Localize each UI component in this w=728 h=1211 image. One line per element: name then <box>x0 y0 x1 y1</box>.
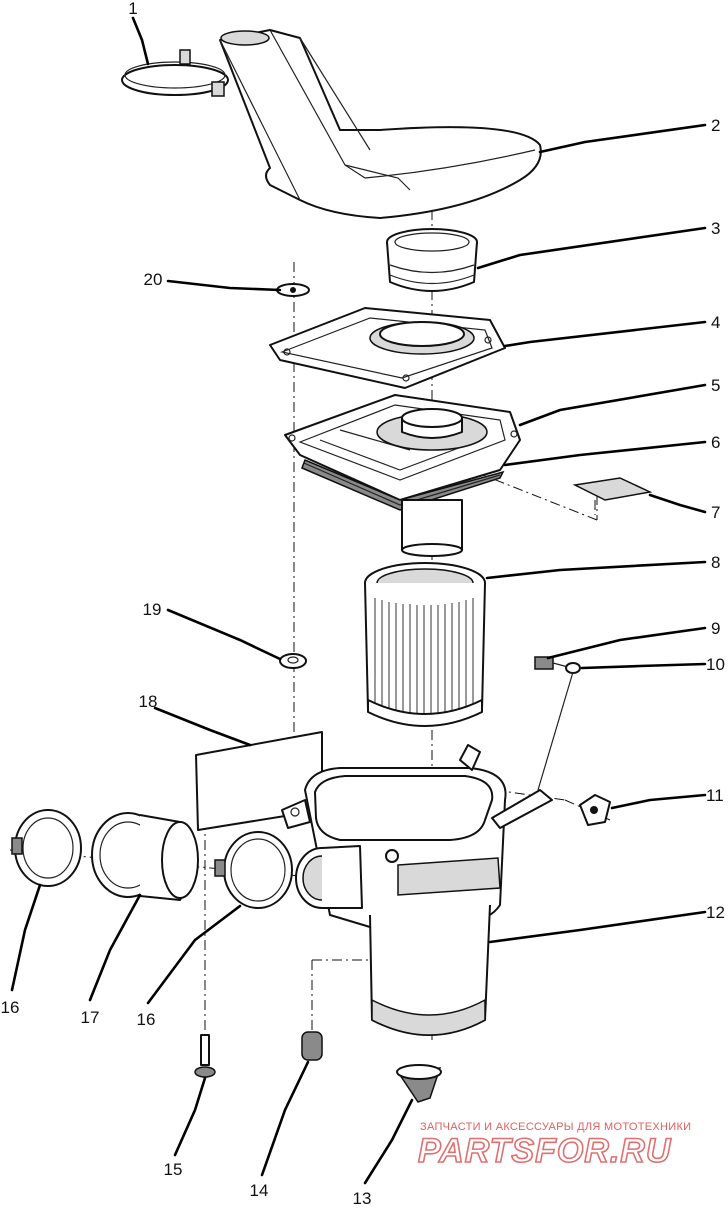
part-15-screw <box>194 1034 216 1078</box>
callout-9: 9 <box>711 619 720 638</box>
callout-18: 18 <box>139 692 158 711</box>
part-14-plug <box>301 1031 323 1061</box>
part-3-boot <box>386 228 478 292</box>
callout-15: 15 <box>164 1160 183 1179</box>
part-19-grommet <box>279 653 307 669</box>
part-5-airbox-lid <box>284 394 521 501</box>
part-16-clamp-right <box>214 831 293 909</box>
part-4-cover-plate <box>269 307 506 389</box>
callout-5: 5 <box>711 376 720 395</box>
watermark-logo: PARTSFOR.RU <box>418 1132 672 1170</box>
callout-17: 17 <box>81 1008 100 1027</box>
housing-inlet-spigot <box>295 845 363 909</box>
callout-14: 14 <box>250 1181 269 1200</box>
callout-8: 8 <box>711 553 720 572</box>
callout-7: 7 <box>711 503 720 522</box>
watermark-tagline: ЗАПЧАСТИ И АКСЕССУАРЫ ДЛЯ МОТОТЕХНИКИ <box>420 1121 691 1133</box>
callout-16-right: 16 <box>137 1010 156 1029</box>
callout-20: 20 <box>144 270 163 289</box>
part-7-decal <box>572 477 653 501</box>
part-6-gasket <box>301 459 505 557</box>
callout-10: 10 <box>706 655 725 674</box>
part-17-inlet-tube <box>91 812 199 901</box>
part-9-screw <box>534 656 573 670</box>
part-20-clip <box>276 283 310 297</box>
part-10-washer <box>537 662 581 791</box>
leader-lines <box>10 16 707 1185</box>
callout-19: 19 <box>143 600 162 619</box>
callout-4: 4 <box>711 313 720 332</box>
callout-16-left: 16 <box>1 998 20 1017</box>
callout-1: 1 <box>128 0 137 18</box>
callout-12: 12 <box>706 903 725 922</box>
part-13-drain-valve <box>396 1064 442 1103</box>
part-11-clip-nut <box>579 794 611 826</box>
part-2-intake-duct <box>219 29 542 219</box>
part-16-clamp-left <box>11 809 82 887</box>
part-1-clamp <box>121 49 229 97</box>
callout-6: 6 <box>711 433 720 452</box>
callout-2: 2 <box>711 116 720 135</box>
part-8-filter <box>364 562 486 727</box>
callout-13: 13 <box>353 1189 372 1208</box>
callout-3: 3 <box>711 219 720 238</box>
callout-11: 11 <box>706 786 724 805</box>
watermark: ЗАПЧАСТИ И АКСЕССУАРЫ ДЛЯ МОТОТЕХНИКИ PA… <box>417 1121 691 1171</box>
